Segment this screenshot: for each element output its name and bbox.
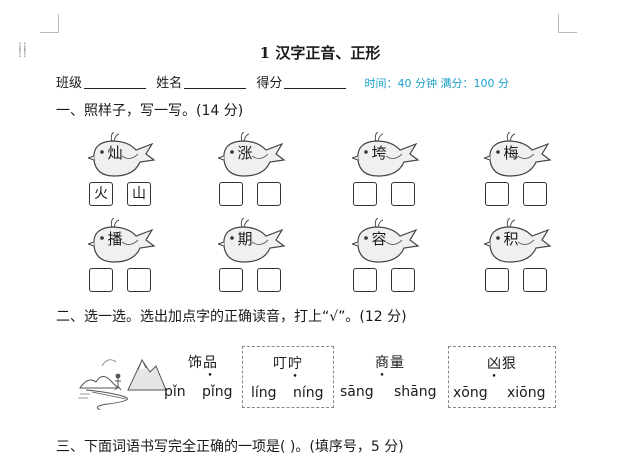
dotted-character: 咛 <box>288 353 303 373</box>
answer-box[interactable] <box>127 268 151 292</box>
word-part: 叮 <box>273 356 288 372</box>
bird-outline-icon <box>484 132 552 177</box>
name-label: 姓名 <box>156 76 183 91</box>
score-blank[interactable] <box>284 88 347 89</box>
bird-card: 灿 <box>88 132 168 202</box>
bird-outline-icon <box>218 132 286 177</box>
score-label: 得分 <box>256 76 283 91</box>
landscape-illustration <box>78 358 167 410</box>
answer-box[interactable] <box>485 268 509 292</box>
section3-heading: 三、下面词语书写完全正确的一项是( )。(填序号，5 分) <box>56 439 404 455</box>
pinyin-option[interactable]: xiōng <box>507 385 546 401</box>
answer-box[interactable]: 火 <box>89 182 113 206</box>
answer-box[interactable]: 山 <box>127 182 151 206</box>
answer-box[interactable] <box>257 268 281 292</box>
bird-card: 梅 <box>484 132 564 202</box>
section2-heading: 二、选一选。选出加点字的正确读音，打上“√”。(12 分) <box>56 309 407 325</box>
pinyin-option[interactable]: pǐn <box>164 384 186 400</box>
answer-box[interactable] <box>353 268 377 292</box>
bird-card: 积 <box>484 218 564 288</box>
bird-character: 容 <box>371 230 387 248</box>
name-blank[interactable] <box>184 88 247 89</box>
class-label: 班级 <box>56 76 83 91</box>
bird-card: 涨 <box>218 132 298 202</box>
target-word: 饰品 <box>164 352 242 372</box>
pinyin-option[interactable]: níng <box>293 385 324 401</box>
class-blank[interactable] <box>84 88 147 89</box>
bird-outline-icon <box>88 218 156 263</box>
answer-box[interactable] <box>391 182 415 206</box>
pinyin-option[interactable]: sāng <box>340 384 374 400</box>
bird-outline-icon <box>352 218 420 263</box>
page-corner-mark-left <box>40 14 59 33</box>
bird-character: 涨 <box>237 144 253 162</box>
answer-box[interactable] <box>219 268 243 292</box>
pinyin-option[interactable]: líng <box>251 385 277 401</box>
answer-box[interactable] <box>485 182 509 206</box>
bird-card: 垮 <box>352 132 432 202</box>
section1-heading: 一、照样子，写一写。(14 分) <box>56 103 244 119</box>
pinyin-option[interactable]: pǐng <box>202 384 233 400</box>
dotted-character: 品 <box>203 352 218 372</box>
bird-outline-icon <box>484 218 552 263</box>
pinyin-option[interactable]: shāng <box>394 384 437 400</box>
drag-handle-icon[interactable]: ⁞⁞⁞⁞ <box>18 40 28 60</box>
target-word: 凶狠 <box>449 353 555 373</box>
time-and-score-note: 时间：40 分钟 满分：100 分 <box>364 77 509 90</box>
bird-character: 积 <box>503 230 519 248</box>
word-part: 量 <box>390 355 405 371</box>
pinyin-choice-group: 商量 sāng shāng <box>338 346 442 406</box>
bird-character: 垮 <box>371 144 387 162</box>
bird-outline-icon <box>88 132 156 177</box>
dotted-character: 凶 <box>487 353 502 373</box>
word-part: 狠 <box>502 356 517 372</box>
bird-character: 期 <box>237 230 253 248</box>
pinyin-choice-group: 叮咛 líng níng <box>242 346 334 408</box>
pinyin-choice-group: 凶狠 xōng xiōng <box>448 346 556 408</box>
answer-box[interactable] <box>523 268 547 292</box>
answer-box[interactable] <box>257 182 281 206</box>
bird-character: 梅 <box>503 144 519 162</box>
bird-card: 容 <box>352 218 432 288</box>
bird-character: 灿 <box>107 144 123 162</box>
answer-box[interactable] <box>219 182 243 206</box>
bird-character: 播 <box>107 230 123 248</box>
answer-box[interactable] <box>391 268 415 292</box>
target-word: 商量 <box>338 352 442 372</box>
answer-box[interactable] <box>353 182 377 206</box>
word-part: 饰 <box>188 355 203 371</box>
bird-outline-icon <box>352 132 420 177</box>
page-corner-mark-right <box>558 14 577 33</box>
pinyin-option[interactable]: xōng <box>453 385 488 401</box>
bird-card: 期 <box>218 218 298 288</box>
bird-outline-icon <box>218 218 286 263</box>
answer-box[interactable] <box>89 268 113 292</box>
page-title: 1 汉字正音、正形 <box>259 44 381 62</box>
student-info-line: 班级 姓名 得分 时间：40 分钟 满分：100 分 <box>56 72 509 91</box>
dotted-character: 商 <box>375 352 390 372</box>
answer-box[interactable] <box>523 182 547 206</box>
bird-card: 播 <box>88 218 168 288</box>
target-word: 叮咛 <box>243 353 333 373</box>
